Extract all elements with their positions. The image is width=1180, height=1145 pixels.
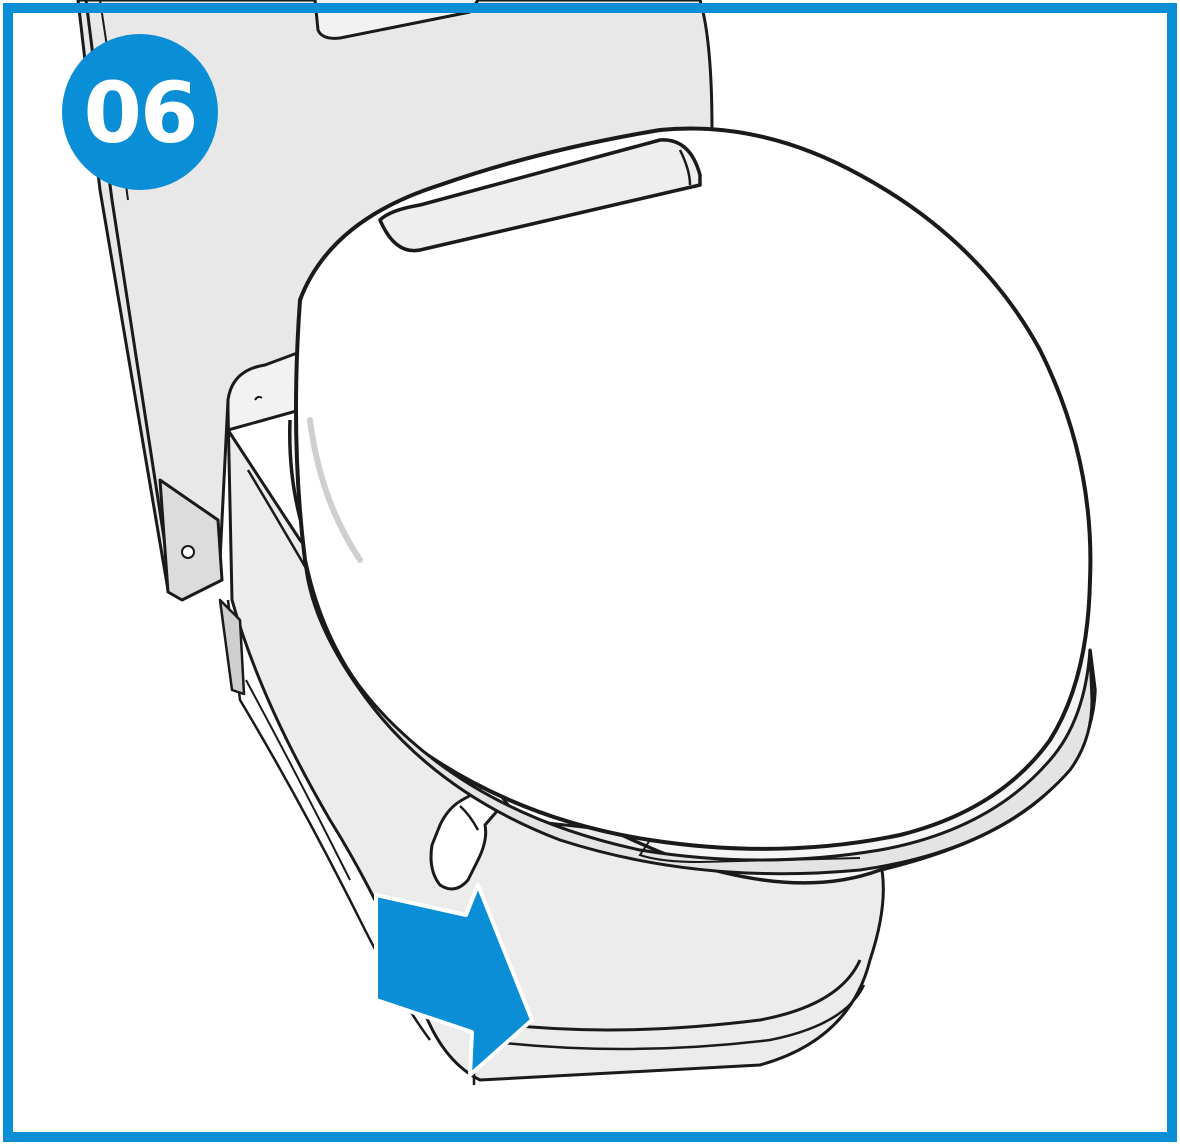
step-number: 06 — [84, 64, 197, 162]
step-badge: 06 — [62, 34, 218, 190]
